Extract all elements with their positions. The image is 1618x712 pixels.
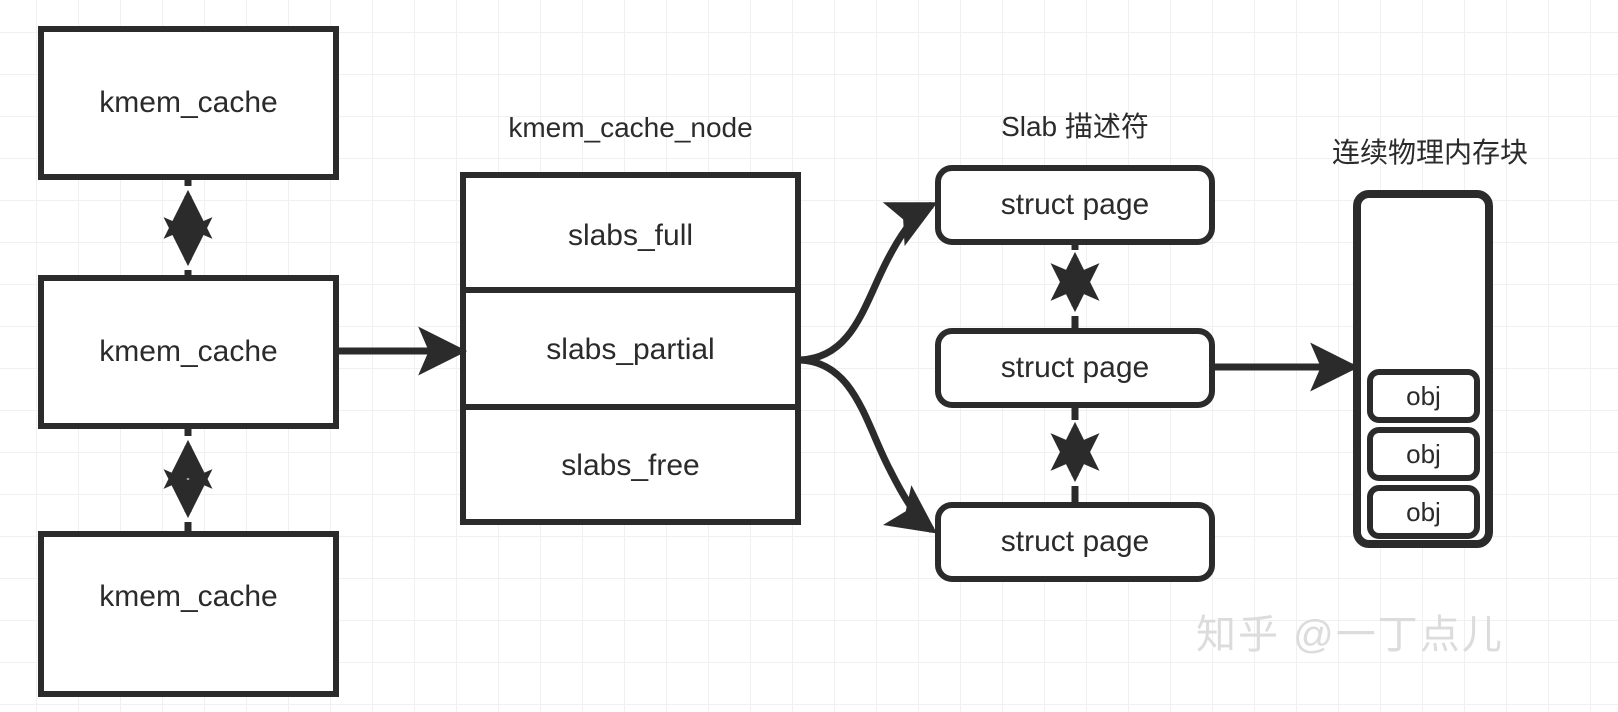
obj-box-1[interactable] bbox=[1367, 369, 1480, 423]
watermark: 知乎 @一丁点儿 bbox=[1196, 613, 1504, 657]
kmem-cache-node-title: kmem_cache_node bbox=[508, 112, 753, 143]
obj-box-2[interactable] bbox=[1367, 427, 1480, 481]
arrow-partial-to-page-1 bbox=[799, 201, 938, 364]
struct-page-box-3[interactable] bbox=[935, 502, 1215, 582]
kmem-cache-node-box[interactable] bbox=[460, 172, 801, 525]
memory-block-title: 连续物理内存块 bbox=[1331, 137, 1528, 168]
kmem-cache-box-1[interactable] bbox=[38, 26, 339, 180]
kmem-cache-box-3[interactable] bbox=[38, 531, 339, 697]
slab-descriptor-title: Slab 描述符 bbox=[1001, 111, 1149, 142]
arrow-partial-to-page-3 bbox=[799, 356, 937, 534]
obj-box-3[interactable] bbox=[1367, 485, 1480, 539]
struct-page-box-2[interactable] bbox=[935, 328, 1215, 408]
kmem-cache-box-2[interactable] bbox=[38, 275, 339, 429]
struct-page-box-1[interactable] bbox=[935, 165, 1215, 245]
